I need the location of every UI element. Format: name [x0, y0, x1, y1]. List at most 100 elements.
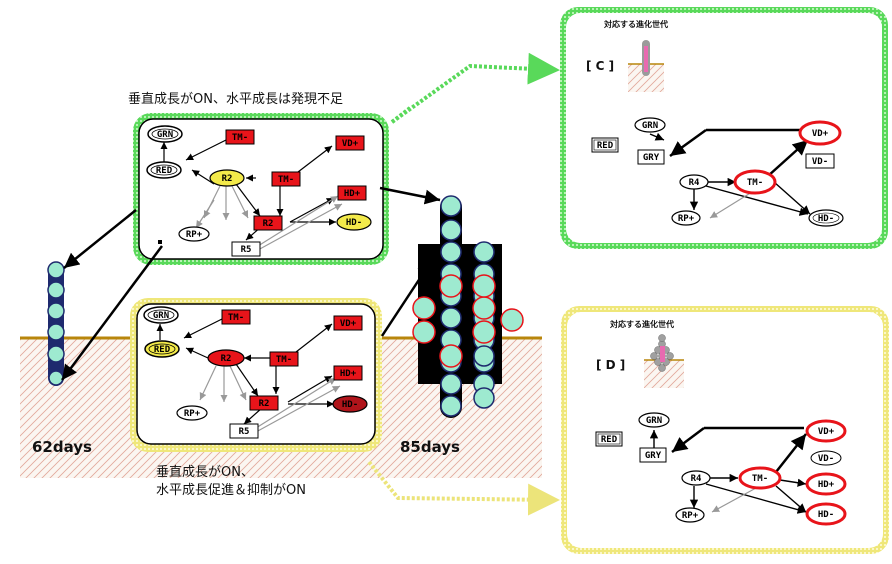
node-hdm: HD-	[805, 502, 847, 526]
node-rp: RP+	[671, 210, 701, 226]
plant-cell	[47, 261, 65, 279]
node-vdp: VD+	[805, 419, 847, 443]
net-bottom-edges	[156, 317, 334, 425]
caption-bottom-line2: 水平成長促進＆抑制がON	[156, 483, 306, 498]
plant-cell-red	[412, 320, 436, 344]
node-tm1: TM-	[225, 129, 255, 145]
plant-cell	[47, 281, 65, 299]
svg-text:GRN: GRN	[157, 130, 173, 140]
node-red: RED	[144, 340, 180, 358]
plant-cell-red	[412, 296, 436, 320]
thumb-cell	[666, 352, 674, 360]
node-rp: RP+	[178, 226, 210, 242]
svg-text:RP+: RP+	[184, 409, 201, 419]
node-r4: R4	[679, 174, 709, 190]
node-r2b: R2	[249, 395, 279, 411]
svg-text:HD+: HD+	[344, 189, 361, 199]
plant-cell	[47, 345, 65, 363]
node-tm1: TM-	[221, 309, 251, 325]
node-tm: TM-	[738, 466, 782, 490]
panel-d-title: 対応する進化世代	[609, 319, 674, 329]
net-top-edges	[160, 139, 336, 241]
panel-c: 対応する進化世代 [ C ]	[560, 7, 888, 249]
plant-cell	[47, 323, 65, 341]
node-hdm: HD-	[336, 213, 372, 231]
node-vdm: VD-	[810, 450, 842, 466]
node-r5: R5	[229, 423, 259, 439]
panel-c-edges	[649, 128, 811, 216]
days-right-label: 85days	[400, 438, 460, 456]
node-vdp: VD+	[798, 120, 842, 146]
svg-text:HD+: HD+	[818, 480, 835, 490]
svg-text:RP+: RP+	[678, 214, 695, 224]
svg-text:TM-: TM-	[278, 175, 294, 185]
svg-text:GRY: GRY	[643, 153, 660, 163]
svg-text:VD+: VD+	[340, 319, 357, 329]
net-top-nodes: GRN RED TM- VD+ R2 TM- HD+ R2 HD- RP+ R5	[146, 125, 372, 257]
days-left-label: 62days	[32, 438, 92, 456]
plant-62days	[47, 261, 65, 386]
svg-text:RED: RED	[597, 141, 614, 151]
svg-text:RP+: RP+	[682, 511, 699, 521]
thumb-cell	[650, 352, 658, 360]
plant-cell	[47, 302, 65, 320]
plant-cell-red	[439, 344, 463, 368]
plant-85days	[412, 195, 524, 418]
svg-text:TM-: TM-	[752, 474, 768, 484]
svg-text:VD+: VD+	[818, 427, 835, 437]
node-vdm: VD-	[805, 153, 835, 169]
node-grn: GRN	[143, 306, 179, 324]
node-r5: R5	[231, 241, 261, 257]
svg-text:HD+: HD+	[340, 369, 357, 379]
plant-cell	[440, 307, 462, 329]
svg-text:GRN: GRN	[153, 311, 169, 321]
node-rp: RP+	[176, 405, 208, 421]
svg-text:HD-: HD-	[818, 214, 834, 224]
panel-c-nodes: GRN RED GRY R4 TM- VD+ VD- RP+ HD-	[591, 117, 844, 227]
svg-text:VD+: VD+	[812, 129, 829, 139]
panel-c-thumbnail	[628, 40, 664, 92]
svg-text:HD-: HD-	[342, 400, 358, 410]
node-r2: R2	[209, 169, 245, 187]
svg-text:GRN: GRN	[646, 416, 662, 426]
plant-cell-red	[439, 274, 463, 298]
svg-text:GRN: GRN	[642, 121, 658, 131]
node-hdm: HD-	[332, 395, 368, 413]
plant-cell	[473, 387, 495, 409]
plant-cell	[440, 395, 462, 417]
node-r2: R2	[207, 349, 245, 367]
svg-text:R2: R2	[263, 219, 274, 229]
svg-text:VD-: VD-	[812, 157, 828, 167]
node-grn: GRN	[634, 117, 666, 133]
caption-bottom-line1: 垂直成長がON、	[156, 465, 254, 480]
thumb-cell	[658, 364, 666, 372]
panel-d-thumbnail	[644, 334, 684, 388]
svg-text:RED: RED	[154, 345, 171, 355]
svg-text:HD-: HD-	[346, 218, 362, 228]
svg-text:R2: R2	[222, 174, 233, 184]
plant-cell	[440, 373, 462, 395]
panel-d: 対応する進化世代 [ D ]	[561, 306, 889, 554]
svg-text:TM-: TM-	[228, 313, 244, 323]
svg-text:TM-: TM-	[747, 178, 763, 188]
svg-text:RED: RED	[601, 435, 618, 445]
node-red: RED	[591, 137, 619, 153]
panel-d-label: [ D ]	[596, 358, 625, 372]
caption-top: 垂直成長がON、水平成長は発現不足	[128, 92, 343, 107]
plant-cell	[440, 241, 462, 263]
net-top-inhibit-edges	[195, 185, 343, 251]
node-tm: TM-	[733, 169, 777, 195]
panel-c-inhibit-edge	[709, 191, 753, 219]
node-hdp: HD+	[337, 185, 367, 201]
svg-text:TM-: TM-	[232, 133, 248, 143]
svg-text:VD+: VD+	[342, 139, 359, 149]
thumb-cell	[658, 334, 666, 342]
node-hdm: HD-	[808, 209, 844, 227]
panel-c-label: [ C ]	[586, 59, 614, 73]
node-r4: R4	[681, 470, 711, 486]
node-gry: GRY	[637, 149, 665, 165]
panel-c-title: 対応する進化世代	[603, 19, 668, 29]
plant-cell	[473, 345, 495, 367]
node-grn: GRN	[147, 125, 183, 143]
